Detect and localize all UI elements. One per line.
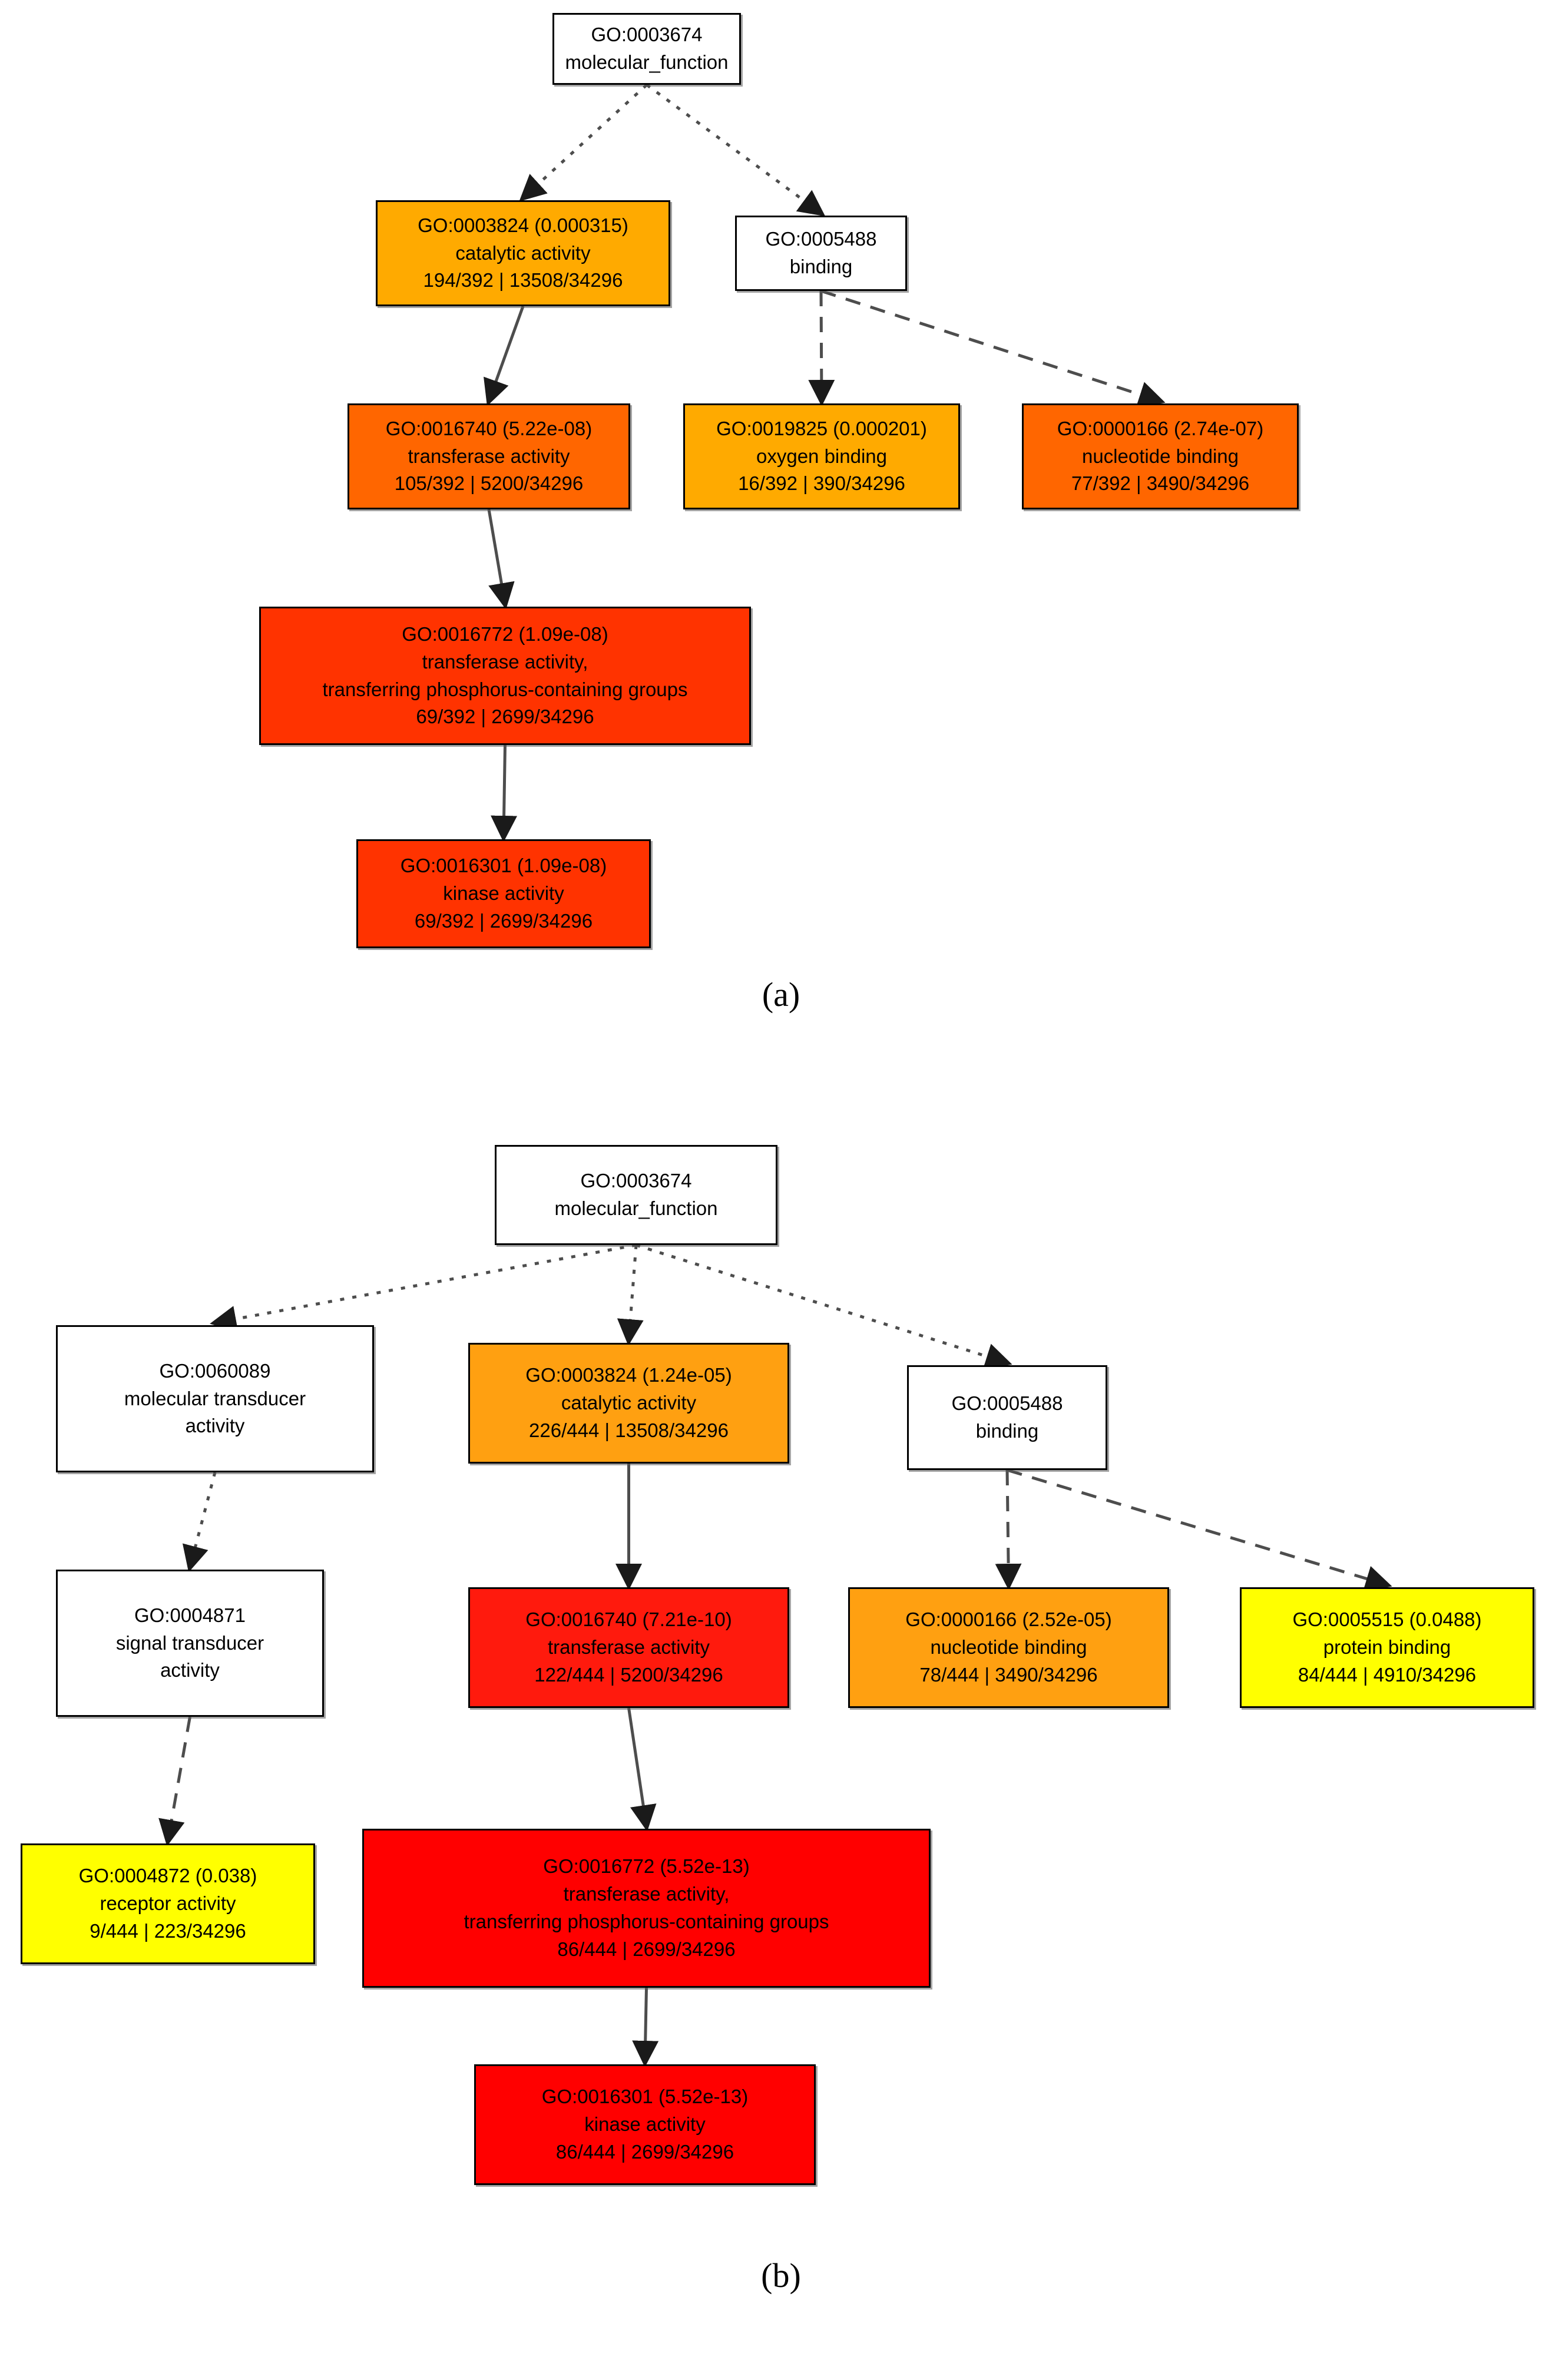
go-node-term-line-0: transferase activity [408, 445, 570, 467]
go-node-counts: 84/444 | 4910/34296 [1298, 1663, 1477, 1686]
go-node-header: GO:0000166 (2.74e-07) [1057, 417, 1264, 439]
go-node-header: GO:0016740 (5.22e-08) [385, 417, 593, 439]
go-node-counts: 77/392 | 3490/34296 [1071, 472, 1250, 495]
go-node-counts: 194/392 | 13508/34296 [423, 269, 623, 292]
edge-binding-to-oxygen-binding [808, 290, 835, 406]
go-node-header: GO:0005488 [765, 228, 877, 250]
go-node-term-line-0: molecular_function [565, 51, 729, 73]
go-node-go-0019825[interactable]: GO:0019825 (0.000201) oxygen binding 16/39… [683, 403, 960, 509]
edge-transferase-phosphorus-to-kinase-activity [632, 1987, 659, 2067]
go-node-term-line-0: binding [789, 256, 853, 277]
go-node-header: GO:0019825 (0.000201) [716, 417, 927, 439]
panel-a-edges [484, 83, 1166, 842]
edge-catalytic-activity-to-transferase-activity [484, 306, 525, 406]
go-node-go-0003824[interactable]: GO:0003824 (1.24e-05) catalytic activity 2… [468, 1343, 789, 1464]
edge-binding-to-nucleotide-binding [995, 1469, 1022, 1590]
go-node-header: GO:0003674 [591, 24, 703, 46]
go-node-header: GO:0016740 (7.21e-10) [525, 1608, 732, 1631]
go-node-header: GO:0016301 (5.52e-13) [541, 2086, 749, 2108]
go-node-term-line-0: kinase activity [443, 882, 564, 905]
go-node-header: GO:0004871 [134, 1604, 246, 1626]
go-node-go-0016301[interactable]: GO:0016301 (1.09e-08) kinase activity 69/3… [356, 839, 651, 948]
go-node-term-line-0: signal transducer [115, 1631, 264, 1654]
go-node-counts: 78/444 | 3490/34296 [919, 1663, 1098, 1686]
go-node-counts: 9/444 | 223/34296 [90, 1919, 246, 1942]
edge-transferase-activity-to-transferase-phosphorus [487, 509, 515, 610]
go-node-term-line-0: kinase activity [584, 2113, 706, 2136]
go-node-go-0005515[interactable]: GO:0005515 (0.0488) protein binding 84/444… [1240, 1587, 1534, 1708]
edge-root-to-molecular-transducer-activity [210, 1243, 637, 1332]
edge-binding-to-protein-binding [1007, 1468, 1392, 1592]
go-node-go-0016772[interactable]: GO:0016772 (1.09e-08) transferase activit… [259, 607, 751, 745]
go-node-counts: 86/444 | 2699/34296 [555, 2140, 734, 2163]
go-node-term-line-0: molecular_function [554, 1197, 718, 1219]
edge-binding-to-nucleotide-binding [820, 289, 1166, 408]
go-node-term-line-1: transferring phosphorus-containing group… [464, 1911, 829, 1932]
go-node-go-0016740[interactable]: GO:0016740 (5.22e-08) transferase activit… [348, 403, 630, 509]
go-node-term-line-0: transferase activity, [563, 1883, 730, 1905]
go-node-header: GO:0016772 (5.52e-13) [543, 1855, 750, 1878]
edge-root-to-catalytic-activity [519, 84, 648, 202]
go-node-go-0005488[interactable]: GO:0005488 binding [907, 1365, 1107, 1470]
go-node-term-line-0: catalytic activity [561, 1392, 697, 1414]
go-node-go-0004872[interactable]: GO:0004872 (0.038) receptor activity 9/444… [21, 1843, 315, 1964]
go-node-header: GO:0016301 (1.09e-08) [400, 855, 607, 877]
go-node-counts: 69/392 | 2699/34296 [416, 706, 594, 728]
go-node-term-line-0: nucleotide binding [1081, 445, 1239, 467]
edge-molecular-transducer-activity-to-signal-transducer-activity [182, 1472, 217, 1573]
go-node-counts: 226/444 | 13508/34296 [529, 1419, 729, 1441]
go-node-counts: 69/392 | 2699/34296 [414, 909, 593, 932]
go-node-header: GO:0005515 (0.0488) [1292, 1608, 1482, 1631]
go-node-go-0003674[interactable]: GO:0003674 molecular_function [552, 13, 741, 85]
go-node-counts: 105/392 | 5200/34296 [394, 472, 584, 495]
go-node-go-0003674[interactable]: GO:0003674 molecular_function [495, 1145, 777, 1245]
go-node-go-0000166[interactable]: GO:0000166 (2.52e-05) nucleotide binding 7… [848, 1587, 1169, 1708]
go-node-go-0004871[interactable]: GO:0004871 signal transducer activity [56, 1570, 324, 1717]
go-node-header: GO:0004872 (0.038) [78, 1865, 257, 1887]
panel-a-caption: (a) [762, 975, 800, 1014]
go-node-term-line-0: receptor activity [100, 1892, 236, 1915]
go-node-term-line-1: activity [160, 1659, 220, 1681]
go-node-header: GO:0060089 [159, 1359, 271, 1382]
go-node-go-0060089[interactable]: GO:0060089 molecular transducer activity [56, 1325, 374, 1472]
go-node-go-0003824[interactable]: GO:0003824 (0.000315) catalytic activity 1… [376, 200, 670, 306]
go-node-header: GO:0005488 [951, 1392, 1063, 1415]
go-node-header: GO:0016772 (1.09e-08) [402, 623, 608, 645]
go-node-go-0016740[interactable]: GO:0016740 (7.21e-10) transferase activit… [468, 1587, 789, 1708]
go-node-term-line-0: nucleotide binding [930, 1636, 1087, 1659]
go-node-counts: 122/444 | 5200/34296 [534, 1663, 723, 1686]
go-node-go-0005488[interactable]: GO:0005488 binding [735, 216, 907, 291]
edge-root-to-binding [646, 83, 826, 217]
edge-root-to-catalytic-activity [617, 1244, 644, 1346]
go-node-term-line-0: molecular transducer [124, 1387, 306, 1409]
go-node-go-0000166[interactable]: GO:0000166 (2.74e-07) nucleotide binding 7… [1022, 403, 1299, 509]
go-node-header: GO:0000166 (2.52e-05) [905, 1608, 1112, 1631]
go-node-header: GO:0003824 (0.000315) [418, 214, 628, 236]
go-node-term-line-0: binding [975, 1420, 1039, 1442]
go-node-go-0016772[interactable]: GO:0016772 (5.52e-13) transferase activit… [362, 1829, 931, 1988]
edge-signal-transducer-activity-to-receptor-activity [158, 1716, 191, 1846]
go-node-term-line-1: activity [185, 1415, 245, 1437]
go-node-counts: 16/392 | 390/34296 [738, 472, 905, 495]
go-node-term-line-0: protein binding [1323, 1636, 1451, 1659]
edge-transferase-activity-to-transferase-phosphorus [627, 1707, 657, 1832]
go-node-header: GO:0003824 (1.24e-05) [525, 1364, 732, 1386]
edge-transferase-phosphorus-to-kinase-activity [491, 744, 518, 842]
go-node-header: GO:0003674 [580, 1170, 692, 1192]
go-node-term-line-0: oxygen binding [756, 445, 887, 467]
go-node-counts: 86/444 | 2699/34296 [557, 1938, 736, 1960]
go-node-term-line-0: transferase activity [547, 1636, 710, 1659]
go-node-go-0016301[interactable]: GO:0016301 (5.52e-13) kinase activity 86/4… [474, 2064, 816, 2185]
go-node-term-line-1: transferring phosphorus-containing group… [322, 678, 688, 700]
go-node-term-line-0: transferase activity, [422, 650, 588, 673]
panel-b-caption: (b) [761, 2256, 801, 2295]
go-node-term-line-0: catalytic activity [455, 241, 591, 264]
